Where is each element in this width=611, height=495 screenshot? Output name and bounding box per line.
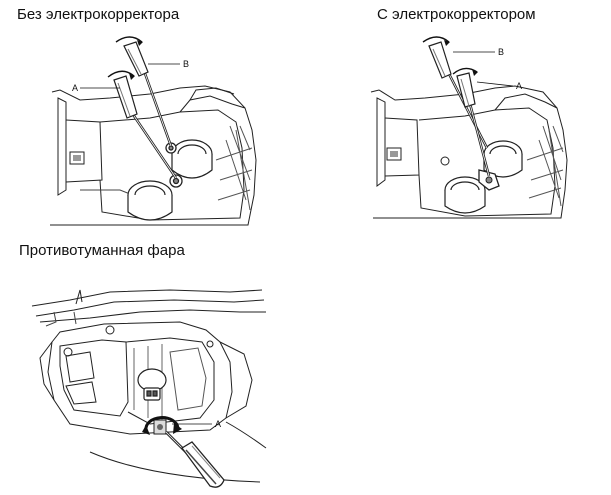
callout-a: A <box>215 419 221 429</box>
bulb-socket-lower <box>128 181 172 220</box>
caption-without-corrector: Без электрокорректора <box>17 6 180 23</box>
callout-a: A <box>72 83 78 93</box>
screwdriver-icon-b <box>116 37 171 146</box>
diagram-headlamp-without-corrector: B A <box>40 30 280 235</box>
callout-b: B <box>183 59 189 69</box>
callout-a: A <box>516 81 522 91</box>
caption-with-corrector: С электрокорректором <box>377 6 536 23</box>
adjuster-screw-icon-a <box>479 170 499 190</box>
screwdriver-icon <box>166 432 224 487</box>
diagram-headlamp-with-corrector: B A <box>365 30 605 225</box>
adjuster-screw-icon <box>154 420 166 434</box>
callout-b: B <box>498 47 504 57</box>
bulb-socket-upper <box>172 140 212 178</box>
screwdriver-icon-a <box>453 68 489 176</box>
diagram-fog-lamp: A <box>30 282 280 492</box>
screwdriver-icon-b <box>423 37 487 148</box>
screwdriver-icon-a <box>108 71 176 178</box>
caption-fog-lamp: Противотуманная фара <box>19 242 185 259</box>
